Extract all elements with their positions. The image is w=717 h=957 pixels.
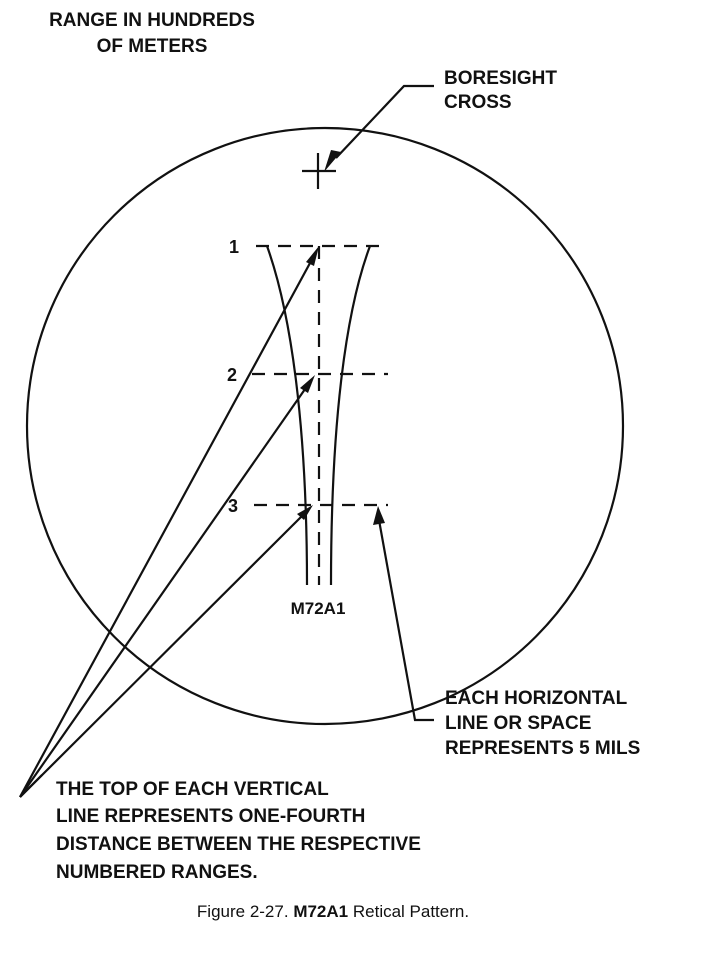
range-number-2: 2 bbox=[227, 365, 237, 385]
vertical-note-line-3: DISTANCE BETWEEN THE RESPECTIVE bbox=[56, 834, 421, 855]
vertical-note-line-4: NUMBERED RANGES. bbox=[56, 862, 258, 883]
caption-title: M72A1 bbox=[293, 902, 348, 921]
range-title-line-1: RANGE IN HUNDREDS bbox=[49, 10, 255, 31]
stadia-left-curve bbox=[265, 245, 309, 586]
boresight-leader-arrow bbox=[324, 84, 434, 172]
figure-caption: Figure 2-27. M72A1 Retical Pattern. bbox=[197, 902, 469, 921]
vertical-note-line-1: THE TOP OF EACH VERTICAL bbox=[56, 779, 329, 800]
boresight-label-line-1: BORESIGHT bbox=[444, 68, 557, 89]
caption-prefix: Figure 2-27. bbox=[197, 902, 289, 921]
vertical-note-line-2: LINE REPRESENTS ONE-FOURTH bbox=[56, 806, 365, 827]
reticle-name-label: M72A1 bbox=[291, 599, 346, 618]
vertical-note-leader-arrows bbox=[19, 246, 319, 798]
horizontal-note-line-2: LINE OR SPACE bbox=[445, 713, 591, 734]
horizontal-note-leader-arrow bbox=[373, 506, 434, 722]
stadia-right-curve bbox=[329, 245, 372, 586]
caption-suffix: Retical Pattern. bbox=[353, 902, 469, 921]
horizontal-note-line-1: EACH HORIZONTAL bbox=[445, 688, 628, 709]
range-number-1: 1 bbox=[229, 237, 239, 257]
horizontal-note-line-3: REPRESENTS 5 MILS bbox=[445, 738, 640, 759]
range-number-3: 3 bbox=[228, 496, 238, 516]
boresight-cross bbox=[302, 153, 336, 189]
range-title-line-2: OF METERS bbox=[97, 36, 208, 57]
boresight-label-line-2: CROSS bbox=[444, 92, 512, 113]
reticle-field-circle bbox=[25, 126, 625, 726]
